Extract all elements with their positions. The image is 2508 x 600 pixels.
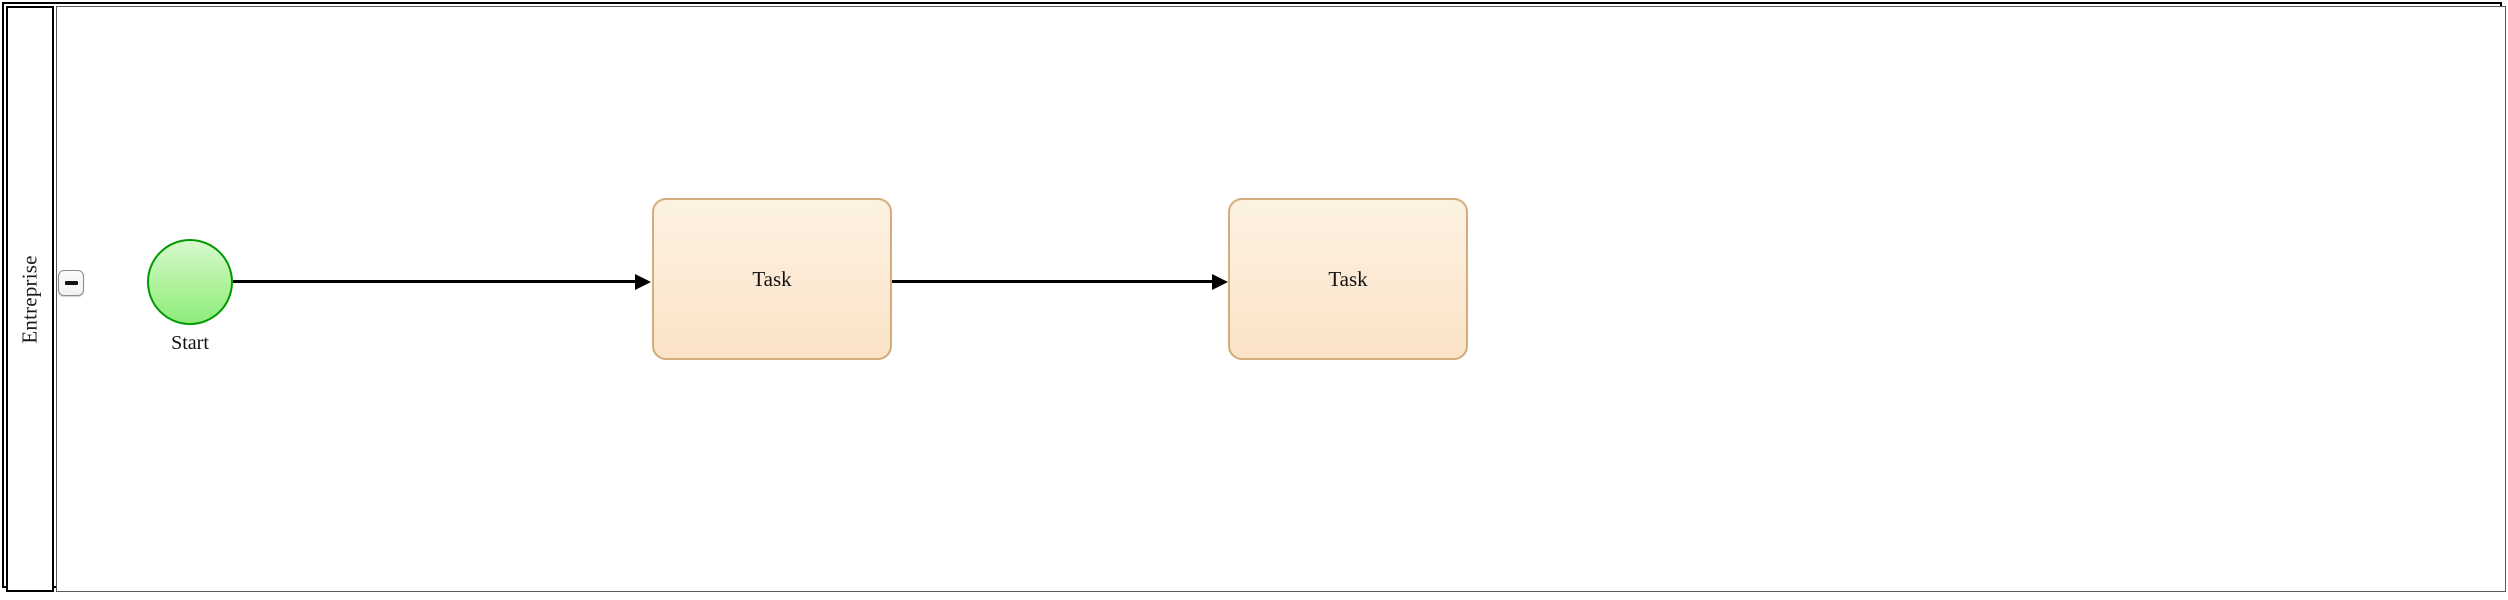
start-event-node[interactable] <box>147 239 233 325</box>
lane-header[interactable]: Entreprise <box>6 6 54 592</box>
sequence-flow-start-to-task1[interactable] <box>233 271 651 293</box>
collapse-lane-button[interactable] <box>58 270 84 296</box>
flow-line <box>892 280 1214 283</box>
task-label: Task <box>752 266 792 291</box>
task-node-2[interactable]: Task <box>1228 198 1468 360</box>
task-label: Task <box>1328 266 1368 291</box>
task-node-1[interactable]: Task <box>652 198 892 360</box>
arrow-head-icon <box>1212 274 1228 290</box>
arrow-head-icon <box>635 274 651 290</box>
start-event-label: Start <box>171 332 209 354</box>
sequence-flow-task1-to-task2[interactable] <box>892 271 1228 293</box>
lane-label: Entreprise <box>17 254 42 344</box>
flow-line <box>233 280 637 283</box>
minus-icon <box>64 281 78 285</box>
